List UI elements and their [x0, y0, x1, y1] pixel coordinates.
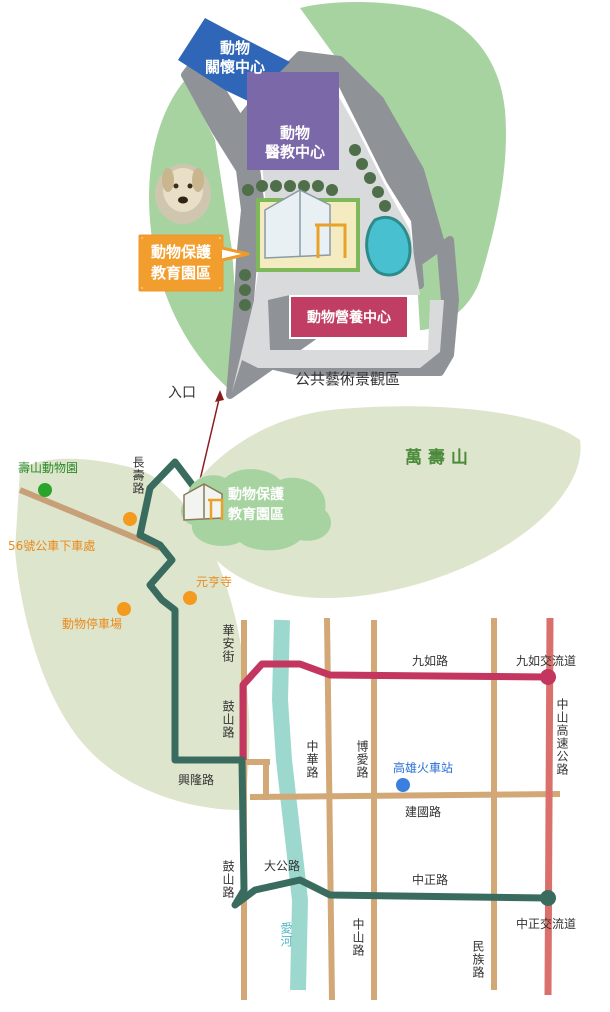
nutrition-center-label: 動物營養中心	[307, 310, 391, 326]
entrance-arrow	[199, 394, 221, 481]
temple-dot	[183, 591, 197, 605]
road-changshou: 長壽路	[131, 456, 145, 495]
road-boai: 博愛路	[355, 740, 369, 779]
public-art-area-label: 公共藝術景觀區	[295, 370, 401, 388]
protection-park-cloud-label: 動物保護 教育園區	[228, 487, 284, 523]
zhongzheng-interchange-label: 中正交流道	[516, 917, 577, 931]
love-river-label: 愛河	[279, 922, 293, 948]
bus-stop-dot	[123, 512, 137, 526]
jiuru-route	[239, 660, 549, 760]
zoo-label: 壽山動物園	[18, 461, 79, 475]
care-center-label: 動物 關懷中心	[205, 39, 266, 76]
road-jiuru: 九如路	[412, 654, 449, 668]
mountain-leaf-left	[15, 458, 250, 810]
parking-dot	[117, 602, 131, 616]
protection-park-label: 動物保護 教育園區	[150, 243, 211, 282]
road-jianguo: 建國路	[405, 805, 442, 819]
road-gushan-lower: 鼓山路	[221, 860, 235, 899]
mountain-leaf-right	[185, 406, 581, 599]
dog-photo	[155, 164, 211, 224]
temple-label: 元亨寺	[196, 575, 233, 589]
pond	[365, 215, 412, 277]
protection-park-cloud	[180, 469, 331, 551]
road-minzu: 民族路	[471, 940, 485, 979]
mountain-label: 萬 壽 山	[405, 448, 468, 468]
road-zhongshan: 中山路	[351, 918, 365, 957]
jiuru-interchange-label: 九如交流道	[516, 654, 577, 668]
medical-center-label: 動物 醫教中心	[264, 124, 325, 161]
road-huaan: 華安街	[221, 624, 235, 663]
bus-stop-label: 56號公車下車處	[8, 539, 96, 553]
road-zhongzheng: 中正路	[412, 873, 449, 887]
small-building-icon	[183, 483, 224, 521]
entrance-label: 入口	[168, 385, 196, 401]
nutrition-center-building	[289, 295, 409, 339]
protection-park-building-icon	[264, 189, 347, 259]
freeway-label: 中山高速公路	[555, 698, 569, 776]
tree-cluster	[239, 144, 391, 311]
station-label: 高雄火車站	[393, 761, 454, 775]
zoo-dot	[38, 483, 52, 497]
main-route	[136, 458, 549, 909]
parking-label: 動物停車場	[62, 617, 123, 631]
medical-center-building	[247, 72, 339, 170]
road-zhonghua: 中華路	[305, 740, 319, 779]
road-dagong: 大公路	[264, 859, 301, 873]
road-xinglong: 興隆路	[178, 773, 215, 787]
bus-road	[18, 487, 162, 551]
road-gushan-upper: 鼓山路	[221, 700, 235, 739]
station-dot	[396, 778, 410, 792]
